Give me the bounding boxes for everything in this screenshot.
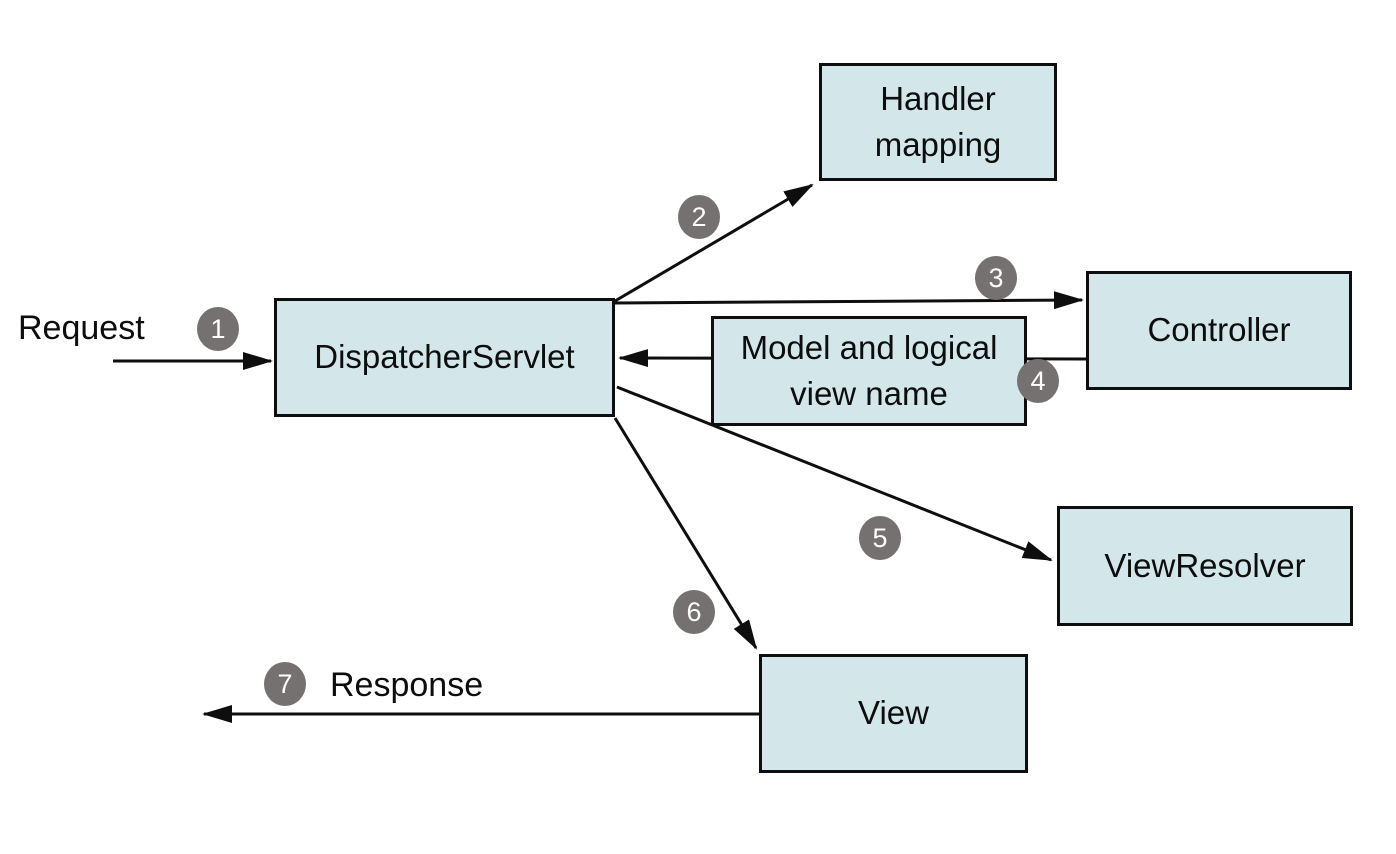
- step-badge-7: 7: [264, 662, 306, 706]
- node-label-view-resolver: ViewResolver: [1104, 546, 1306, 584]
- node-model-and-logical-view-name: Model and logical view name: [711, 316, 1027, 426]
- node-controller: Controller: [1086, 271, 1352, 390]
- step-badge-3: 3: [975, 256, 1017, 300]
- node-view: View: [759, 654, 1028, 773]
- step-badge-5: 5: [859, 516, 901, 560]
- step-badge-4: 4: [1017, 359, 1059, 403]
- arrow-2-dispatcher-to-handler-mapping: [614, 183, 814, 303]
- arrow-5-dispatcher-to-view-resolver: [616, 385, 1053, 562]
- arrow-3-dispatcher-to-controller: [614, 291, 1084, 310]
- step-badge-1: 1: [197, 307, 239, 351]
- node-label-handler-mapping: Handler mapping: [874, 79, 1002, 163]
- arrow-6-dispatcher-to-view: [613, 417, 758, 650]
- step-badge-6: 6: [673, 590, 715, 634]
- node-label-model-and-logical-view-name: Model and logical view name: [740, 328, 998, 412]
- node-label-dispatcher-servlet: DispatcherServlet: [314, 338, 575, 376]
- request-label: Request: [18, 309, 145, 347]
- node-label-view: View: [858, 694, 929, 732]
- node-label-controller: Controller: [1147, 311, 1291, 349]
- response-label: Response: [330, 666, 484, 704]
- node-view-resolver: ViewResolver: [1057, 506, 1353, 626]
- step-badge-2: 2: [678, 195, 720, 239]
- node-handler-mapping: Handler mapping: [819, 63, 1057, 181]
- node-dispatcher-servlet: DispatcherServlet: [274, 298, 615, 417]
